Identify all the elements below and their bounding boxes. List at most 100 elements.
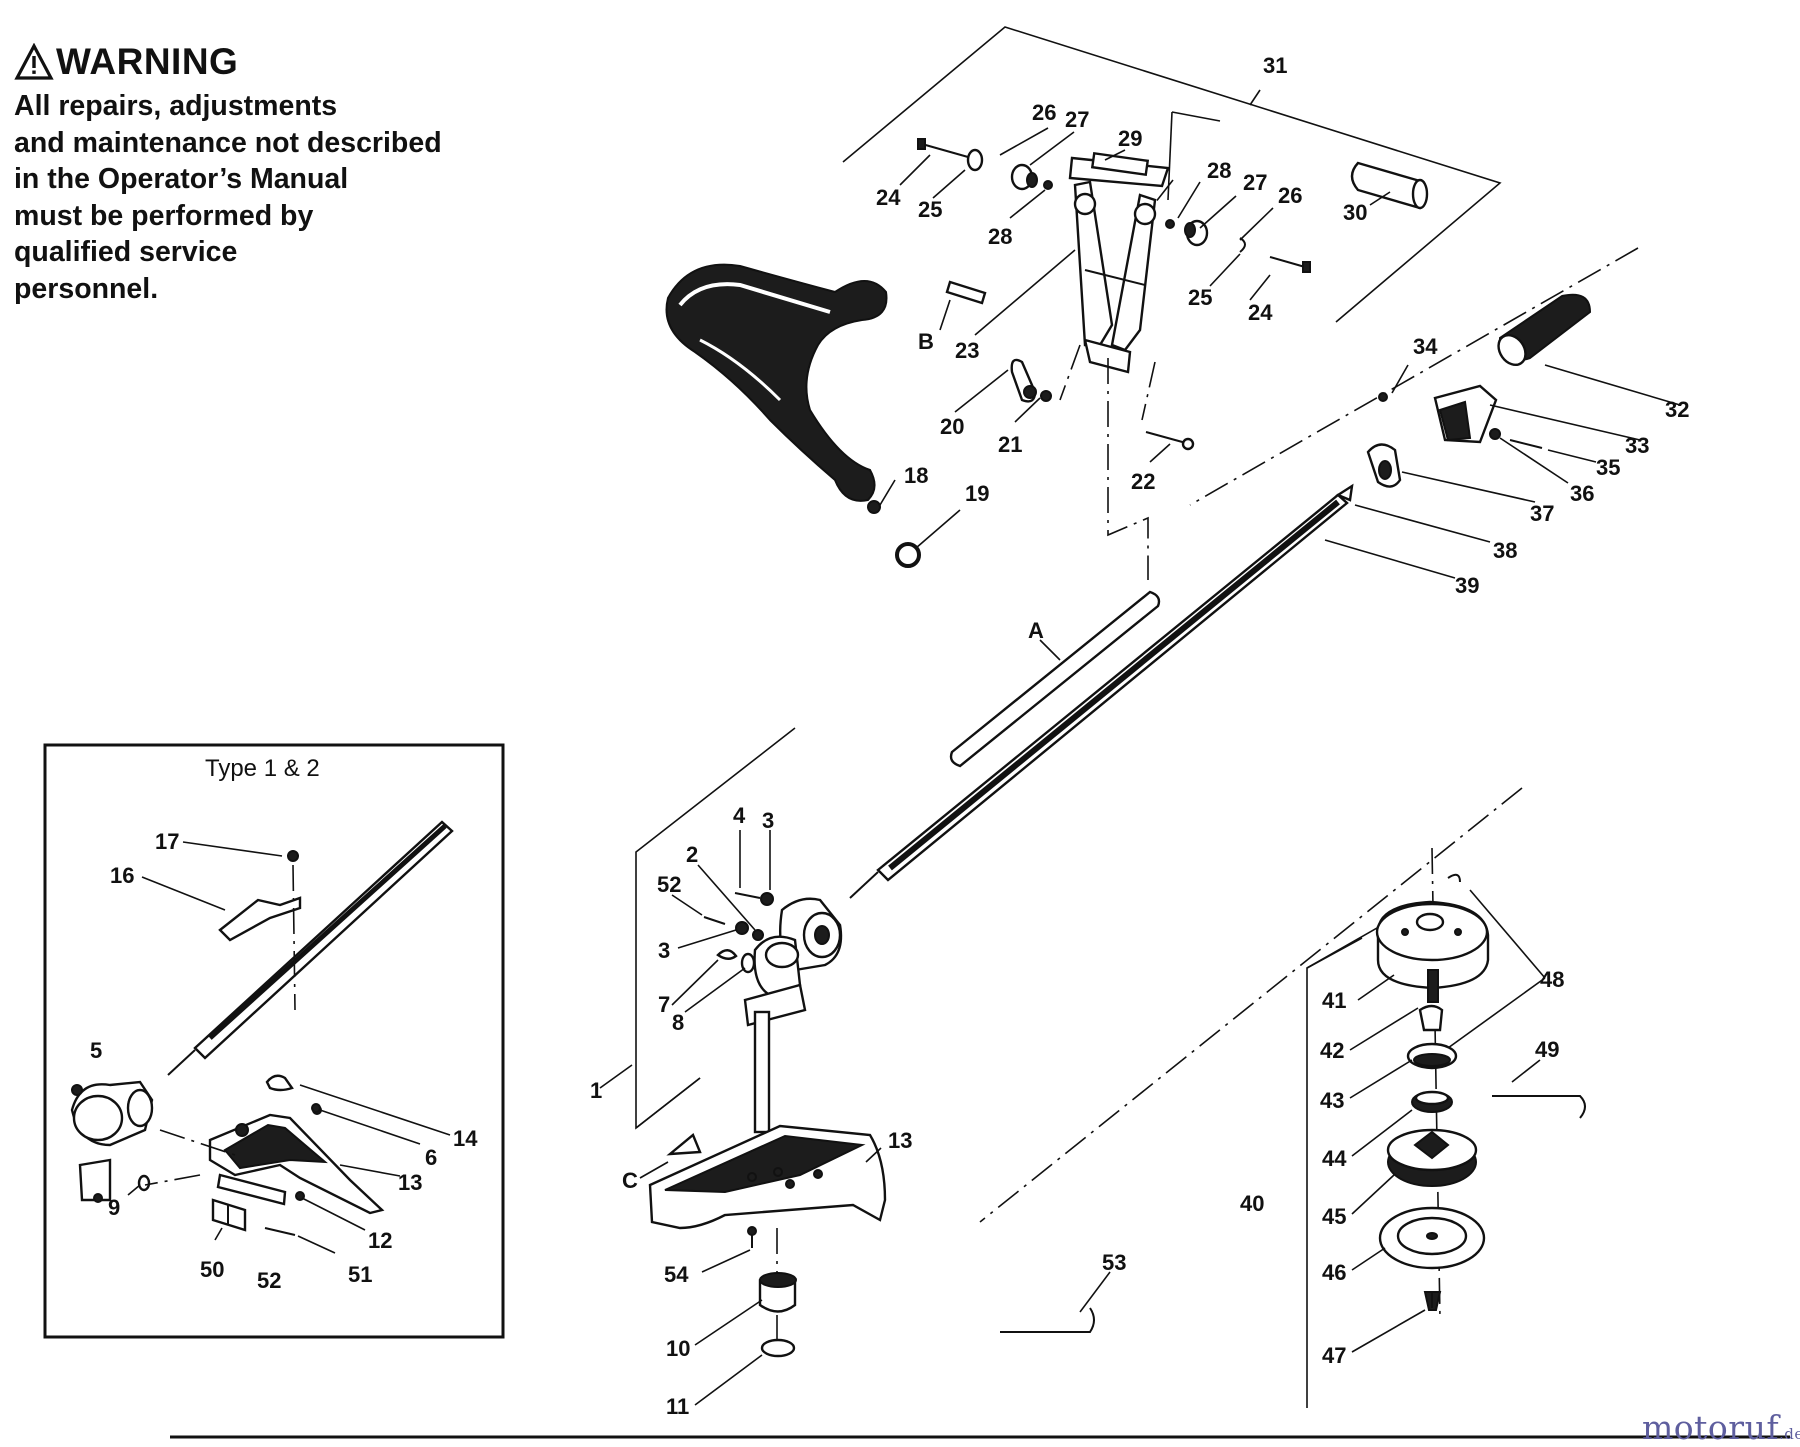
inset-type-1-2: Type 1 & 2: [43, 743, 505, 1339]
guard-13: [648, 1124, 887, 1230]
screw-35: [1509, 439, 1543, 449]
callout-5: 5: [90, 1038, 102, 1063]
callout-12: 12: [368, 1228, 392, 1253]
callout-52: 52: [257, 1268, 281, 1293]
callout-14: 14: [453, 1126, 478, 1151]
bolt-22: [1145, 431, 1195, 451]
trimmer-head-group: [979, 787, 1586, 1408]
screw-54: [747, 1226, 757, 1248]
callout-29: 29: [1118, 126, 1142, 151]
inset-title: Type 1 & 2: [205, 755, 320, 782]
callout-54: 54: [664, 1262, 689, 1287]
inset-washer-9: [137, 1174, 151, 1192]
group-bracket-1: [635, 727, 796, 1130]
callout-25: 25: [918, 197, 942, 222]
leader-lines: [127, 89, 1681, 1406]
washer-11: [760, 1338, 796, 1358]
eyelet-44: [1411, 1090, 1453, 1113]
watermark: motoruf.de: [1642, 1408, 1800, 1447]
spool-10: [758, 1272, 797, 1313]
gearhead-group: [635, 727, 887, 1358]
throttle-group: [1189, 247, 1639, 506]
inset-clamp-50: [211, 1198, 247, 1232]
button-42: [1418, 969, 1444, 1032]
clip-7: [716, 949, 738, 960]
nut-28-left: [1043, 180, 1053, 190]
screw-24-left: [917, 138, 969, 158]
grip-30: [1350, 161, 1429, 210]
screw-24-right: [1269, 256, 1311, 273]
screw-4: [734, 892, 774, 906]
inset-shaft: [167, 820, 454, 1076]
callout-24: 24: [1248, 300, 1273, 325]
hex-key-53: [1000, 1307, 1095, 1333]
washer-3: [735, 921, 749, 935]
callout-44: 44: [1322, 1146, 1347, 1171]
callout-3: 3: [762, 808, 774, 833]
warning-line: qualified service: [14, 236, 238, 268]
eyelet-48: [1447, 873, 1461, 883]
warning-title: WARNING: [14, 40, 484, 84]
warning-line: must be performed by: [14, 199, 314, 232]
callout-10: 10: [666, 1336, 690, 1361]
inset-clip-14: [265, 1074, 294, 1092]
callout-28: 28: [1207, 158, 1231, 183]
callout-34: 34: [1413, 334, 1438, 359]
warning-line: in the Operator’s Manual: [14, 163, 349, 195]
warning-triangle-icon: [14, 43, 54, 80]
inset-gearhead: [70, 1080, 154, 1203]
callout-24: 24: [876, 185, 901, 210]
callout-46: 46: [1322, 1260, 1346, 1285]
inset-clip-16: [218, 896, 302, 942]
callout-35: 35: [1596, 455, 1620, 480]
callout-36: 36: [1570, 481, 1594, 506]
inset-plate-12: [216, 1173, 305, 1206]
callout-19: 19: [965, 481, 989, 506]
callout-8: 8: [672, 1010, 684, 1035]
centerline-bracket-2: [1059, 344, 1081, 401]
callout-21: 21: [998, 432, 1022, 457]
callout-43: 43: [1320, 1088, 1344, 1113]
grip-32: [1497, 293, 1592, 367]
gearhead-housing: [743, 897, 843, 1134]
callout-16: 16: [110, 863, 134, 888]
key-B: [945, 280, 987, 305]
cover-41: [1375, 900, 1490, 990]
spool-45: [1386, 1128, 1478, 1187]
knob-20: [1010, 358, 1037, 403]
inset-bolt-52: [264, 1227, 296, 1236]
callout-41: 41: [1322, 988, 1346, 1013]
warning-text: All repairs, adjustments and maintenance…: [14, 88, 484, 307]
nut-21: [1040, 390, 1052, 402]
hex-key-49: [1492, 1095, 1586, 1119]
callout-7: 7: [658, 992, 670, 1017]
warning-title-text: WARNING: [56, 41, 239, 82]
callout-26: 26: [1032, 100, 1056, 125]
callout-2: 2: [686, 842, 698, 867]
callout-28: 28: [988, 224, 1012, 249]
callout-39: 39: [1455, 573, 1479, 598]
callout-33: 33: [1625, 433, 1649, 458]
callout-22: 22: [1131, 469, 1155, 494]
ring-19: [895, 542, 921, 568]
callout-11: 11: [666, 1394, 689, 1419]
callout-labels: 31 26 27 29 24 25 28 28 27 26 30 25 24 B…: [90, 53, 1689, 1419]
group-bracket-31: [842, 26, 1502, 323]
callout-48: 48: [1540, 967, 1564, 992]
callout-52: 52: [657, 872, 681, 897]
screw-47: [1423, 1291, 1442, 1311]
drive-shaft-39: [849, 483, 1354, 899]
housing-46: [1378, 1206, 1486, 1270]
inset-screw-5: [71, 1084, 83, 1096]
nut-28-right: [1165, 219, 1175, 229]
callout-30: 30: [1343, 200, 1367, 225]
clamp-37: [1366, 443, 1402, 488]
warning-block: WARNING All repairs, adjustments and mai…: [14, 40, 484, 307]
callout-C: C: [622, 1168, 638, 1193]
callout-31: 31: [1263, 53, 1287, 78]
centerline-bracket: [1107, 358, 1149, 580]
callout-A: A: [1028, 618, 1044, 643]
harness-strap-18: [665, 263, 888, 514]
group-bracket-40: [1306, 907, 1413, 1408]
handle-bracket-23: [1068, 151, 1170, 374]
